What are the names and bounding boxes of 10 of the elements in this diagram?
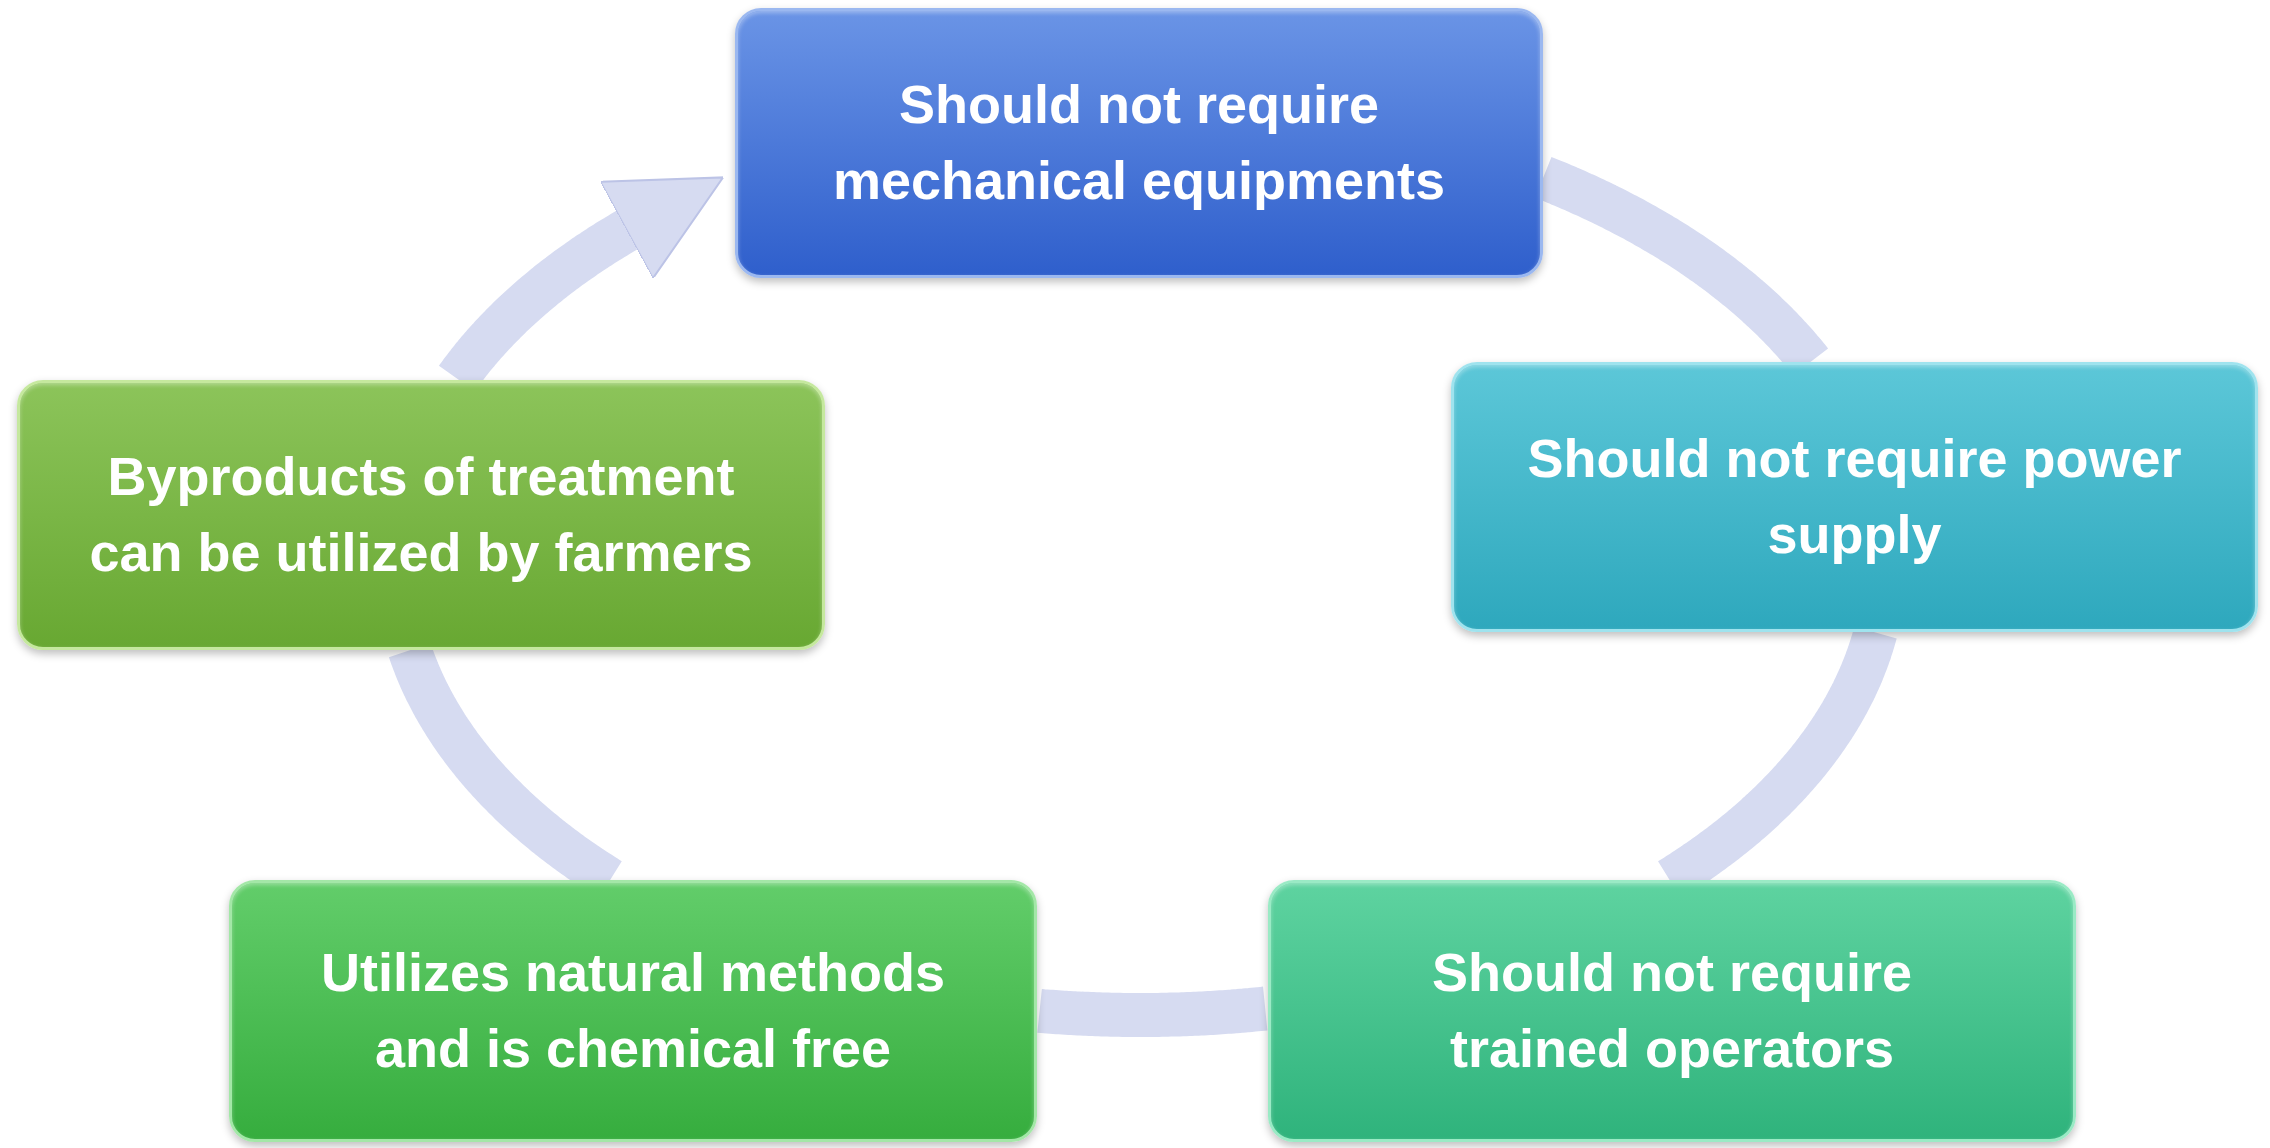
process-box	[1451, 362, 2258, 632]
process-box	[1268, 880, 2076, 1142]
box-label: Utilizes natural methods and is chemical free	[319, 941, 947, 1080]
box-label: Should not require trained operators	[1431, 941, 1913, 1080]
box-label: Byproducts of treatment can be utilized by farmers	[88, 445, 754, 584]
process-box	[229, 880, 1037, 1142]
box-label: Should not require power supply	[1526, 427, 2183, 566]
process-box	[17, 380, 825, 650]
process-box	[735, 8, 1543, 278]
box-label: Should not require mechanical equipments	[831, 73, 1447, 212]
